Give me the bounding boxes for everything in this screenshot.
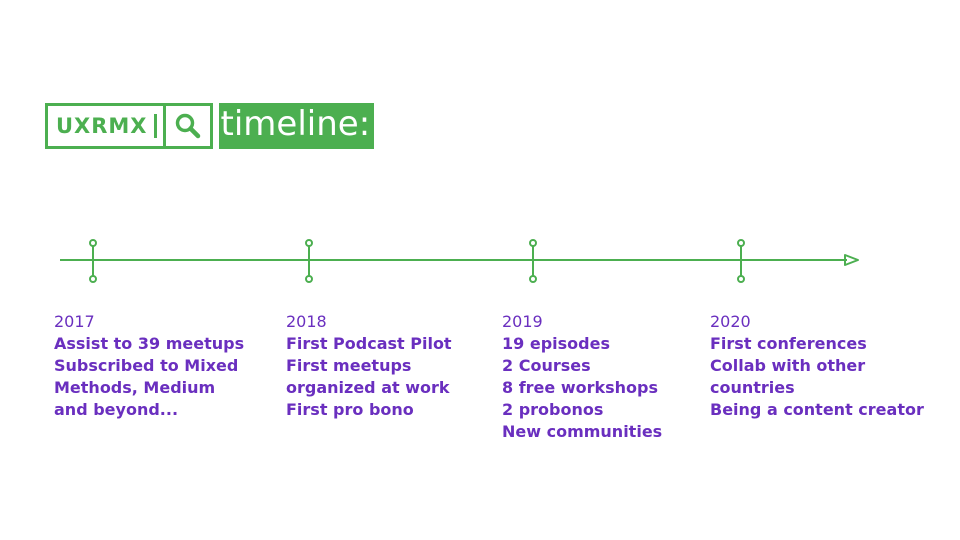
timeline-marker-2017 xyxy=(89,239,97,283)
list-item: Subscribed to Mixed xyxy=(54,356,239,375)
timeline-entry-2017: 2017 Assist to 39 meetups Subscribed to … xyxy=(54,311,244,421)
timeline-arrowhead xyxy=(844,254,859,266)
list-item: First pro bono xyxy=(286,400,414,419)
logo-title: timeline: xyxy=(218,103,375,149)
list-item: 2 Courses xyxy=(502,356,591,375)
list-item: organized at work xyxy=(286,378,450,397)
logo-divider xyxy=(153,114,157,138)
list-item: countries xyxy=(710,378,795,397)
timeline-entry-2018: 2018 First Podcast Pilot First meetups o… xyxy=(286,311,452,421)
logo-brand: UXRMX xyxy=(56,114,148,138)
timeline-entry-2019: 2019 19 episodes 2 Courses 8 free worksh… xyxy=(502,311,662,443)
timeline-marker-2019 xyxy=(529,239,537,283)
list-item: First conferences xyxy=(710,334,867,353)
year-label: 2019 xyxy=(502,312,543,331)
magnifier-icon xyxy=(162,106,210,146)
timeline-entry-2020: 2020 First conferences Collab with other… xyxy=(710,311,924,421)
year-label: 2017 xyxy=(54,312,95,331)
timeline-marker-2018 xyxy=(305,239,313,283)
list-item: Collab with other xyxy=(710,356,866,375)
list-item: Being a content creator xyxy=(710,400,924,419)
year-label: 2020 xyxy=(710,312,751,331)
uxrmx-logo: UXRMX timeline: xyxy=(45,103,375,149)
list-item: Assist to 39 meetups xyxy=(54,334,245,353)
timeline-marker-2020 xyxy=(737,239,745,283)
list-item: 19 episodes xyxy=(502,334,610,353)
list-item: First Podcast Pilot xyxy=(286,334,452,353)
list-item: New communities xyxy=(502,422,663,441)
list-item: and beyond... xyxy=(54,400,179,419)
list-item: 2 probonos xyxy=(502,400,604,419)
list-item: First meetups xyxy=(286,356,412,375)
list-item: Methods, Medium xyxy=(54,378,216,397)
logo-box: UXRMX xyxy=(45,103,213,149)
year-label: 2018 xyxy=(286,312,327,331)
list-item: 8 free workshops xyxy=(502,378,659,397)
